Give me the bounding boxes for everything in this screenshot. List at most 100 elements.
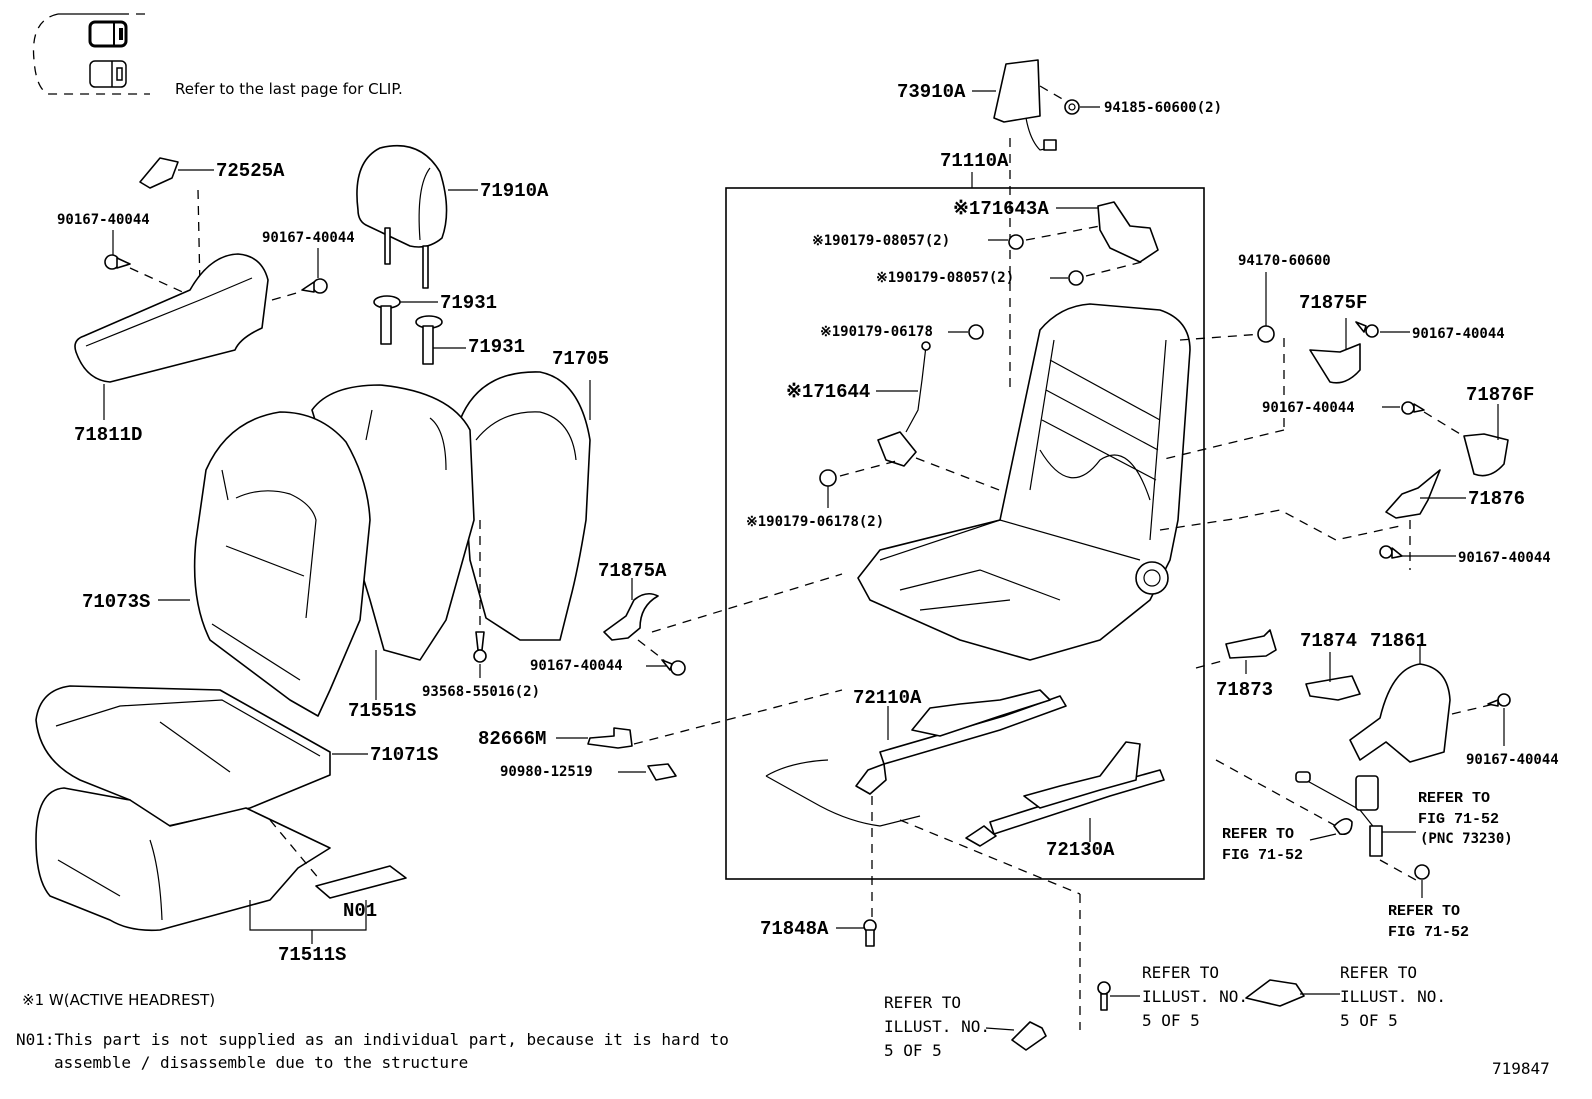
- part-71910A[interactable]: 71910A: [356, 144, 549, 289]
- part-72130A[interactable]: 72130A: [965, 741, 1165, 861]
- support-edge: [85, 277, 253, 347]
- label-71876: 71876: [1468, 488, 1525, 510]
- ref-text: (PNC 73230): [1420, 831, 1513, 847]
- label-90167-r3[interactable]: 90167-40044: [1458, 550, 1551, 566]
- trim-cover-icon: [1011, 1021, 1047, 1051]
- dash-90167-r4: [1451, 703, 1495, 715]
- recliner-hub-inner: [1143, 569, 1161, 587]
- clip-bracket-shape: [139, 157, 179, 189]
- screw-icon: [1355, 321, 1379, 338]
- part-71876F[interactable]: 71876F: [1463, 384, 1534, 477]
- ref-text: FIG 71-52: [1388, 924, 1469, 941]
- buckle-sensor: [1295, 771, 1311, 783]
- headrest-support-shape: [74, 253, 269, 383]
- part-71643A[interactable]: ※171643A: [953, 198, 1159, 263]
- label-90167-l1[interactable]: 90167-40044: [57, 212, 150, 228]
- reference-illust-5-of-5-c[interactable]: REFER TO ILLUST. NO. 5 OF 5: [1340, 963, 1446, 1030]
- part-73910A[interactable]: 73910A: [897, 59, 1057, 151]
- label-71874: 71874: [1300, 630, 1357, 652]
- dash-71873: [1195, 659, 1227, 669]
- screw-icon: [473, 631, 487, 663]
- label-90179-06178-b[interactable]: ※190179-06178(2): [746, 514, 884, 530]
- bracket-shape: [1305, 675, 1361, 701]
- label-90179-06178-a[interactable]: ※190179-06178: [820, 324, 933, 340]
- pad-seams: [57, 839, 163, 921]
- label-90167-m[interactable]: 90167-40044: [530, 658, 623, 674]
- ref-text: REFER TO: [1142, 963, 1219, 982]
- label-90167-r2[interactable]: 90167-40044: [1262, 400, 1355, 416]
- label-94170[interactable]: 94170-60600: [1238, 253, 1331, 269]
- label-90179-08057-b[interactable]: ※190179-08057(2): [876, 270, 1014, 286]
- cover-bracket-shape: [1309, 343, 1361, 384]
- part-71874[interactable]: 71874: [1300, 630, 1361, 701]
- part-82666M[interactable]: 82666M: [478, 727, 633, 750]
- screw-icon: [1379, 545, 1403, 559]
- ref-text: FIG 71-52: [1418, 811, 1499, 828]
- track-foot: [855, 763, 887, 795]
- ref-text: 5 OF 5: [884, 1041, 942, 1060]
- reference-fig-71-52-bottom[interactable]: REFER TO FIG 71-52: [1388, 903, 1469, 941]
- dash-82666M: [633, 689, 843, 745]
- label-93568[interactable]: 93568-55016(2): [422, 684, 540, 700]
- side-airbag-shape: [993, 59, 1041, 123]
- dash-71875A-screw: [637, 639, 665, 661]
- frame-outline: [857, 303, 1191, 661]
- part-71705[interactable]: 71705: [459, 348, 609, 641]
- part-72110A[interactable]: 72110A: [853, 687, 1067, 795]
- reference-illust-5-of-5-a[interactable]: REFER TO ILLUST. NO. 5 OF 5: [884, 993, 990, 1060]
- label-71110A[interactable]: 71110A: [940, 150, 1009, 172]
- airbag-connector: [1043, 139, 1057, 151]
- part-71644[interactable]: ※171644: [786, 341, 931, 467]
- frame-details: [879, 339, 1167, 611]
- label-90167-r1[interactable]: 90167-40044: [1412, 326, 1505, 342]
- label-90179-08057-a[interactable]: ※190179-08057(2): [812, 233, 950, 249]
- label-72525A: 72525A: [216, 160, 285, 182]
- seatback-frame-cover-shape: [459, 371, 591, 641]
- cushion-pad-shape: [35, 787, 331, 932]
- label-94185[interactable]: 94185-60600(2): [1104, 100, 1222, 116]
- seat-belt-buckle: [1295, 771, 1383, 857]
- label-71873: 71873: [1216, 679, 1273, 701]
- part-71073S[interactable]: 71073S: [82, 411, 371, 717]
- label-71073S: 71073S: [82, 591, 150, 613]
- part-71861[interactable]: 71861: [1349, 630, 1451, 763]
- part-71511S[interactable]: 71511S: [35, 787, 367, 966]
- part-71931-b[interactable]: 71931: [415, 315, 525, 365]
- part-71875F[interactable]: 71875F: [1299, 292, 1367, 384]
- ref-text: REFER TO: [1340, 963, 1417, 982]
- screw-icon: [661, 659, 686, 676]
- part-90980[interactable]: 90980-12519: [500, 763, 677, 781]
- reference-fig-71-52-pnc[interactable]: REFER TO FIG 71-52 (PNC 73230): [1418, 790, 1513, 847]
- seatback-cover-shape: [193, 411, 371, 717]
- plug-shape: [647, 763, 677, 781]
- reference-fig-71-52-left[interactable]: REFER TO FIG 71-52: [1222, 826, 1303, 864]
- part-71848A[interactable]: 71848A: [760, 918, 877, 947]
- active-headrest-note: ※1 W(ACTIVE HEADREST): [22, 991, 215, 1009]
- part-71876[interactable]: 71876: [1385, 469, 1525, 519]
- label-73910A: 73910A: [897, 81, 966, 103]
- ref-text: ILLUST. NO.: [1142, 987, 1248, 1006]
- bracket-71511S: [249, 900, 367, 931]
- airbag-wire: [1025, 117, 1051, 151]
- track-foot: [965, 825, 997, 847]
- label-90167-r4[interactable]: 90167-40044: [1466, 752, 1559, 768]
- part-72525A[interactable]: 72525A: [139, 157, 285, 189]
- screw-icon: [301, 278, 328, 294]
- part-71071S[interactable]: 71071S: [35, 685, 438, 827]
- part-71875A[interactable]: 71875A: [598, 560, 667, 641]
- part-71931-a[interactable]: 71931: [373, 292, 497, 345]
- nut-icon: [819, 469, 837, 487]
- reference-illust-5-of-5-b[interactable]: REFER TO ILLUST. NO. 5 OF 5: [1142, 963, 1248, 1030]
- track-rail-shape: [989, 769, 1165, 835]
- nut-icon: [968, 324, 984, 340]
- nut-icon: [1414, 864, 1430, 880]
- part-71873[interactable]: 71873: [1216, 629, 1277, 701]
- buckle-body: [1355, 775, 1379, 811]
- screw-icon: [1401, 401, 1425, 415]
- dash-90167-l2: [271, 291, 301, 301]
- anchor-plate-icon: [1333, 818, 1353, 836]
- part-71811D[interactable]: 71811D: [74, 253, 269, 446]
- part-N01[interactable]: N01: [269, 819, 407, 922]
- label-90167-l2[interactable]: 90167-40044: [262, 230, 355, 246]
- nut-icon: [1064, 99, 1080, 115]
